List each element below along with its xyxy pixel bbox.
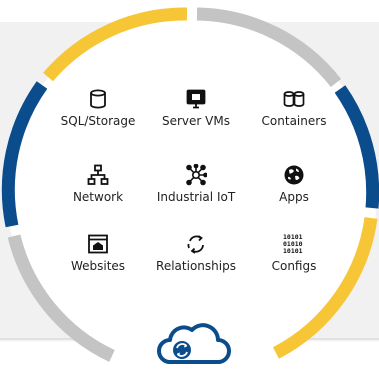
website-icon [87, 233, 109, 255]
item-label: Industrial IoT [156, 190, 236, 204]
ring-segment-top-right [196, 7, 342, 88]
item-sql-storage[interactable]: SQL/Storage [43, 88, 153, 128]
svg-text:01010: 01010 [283, 240, 303, 248]
item-relationships[interactable]: Relationships [141, 233, 251, 273]
item-network[interactable]: Network [43, 164, 153, 204]
containers-icon [283, 88, 305, 110]
iot-hub-icon [185, 164, 207, 186]
database-icon [87, 88, 109, 110]
item-label: SQL/Storage [60, 114, 136, 128]
item-label: Websites [70, 259, 126, 273]
svg-text:10101: 10101 [283, 247, 303, 255]
network-icon [87, 164, 109, 186]
item-containers[interactable]: Containers [239, 88, 349, 128]
item-server-vms[interactable]: Server VMs [141, 88, 251, 128]
ring-segment-right-lower [272, 217, 378, 359]
ring-segment-top-left [43, 7, 188, 82]
item-apps[interactable]: Apps [239, 164, 349, 204]
item-configs[interactable]: 10101 01010 10101 Configs [239, 233, 349, 273]
item-label: Network [72, 190, 124, 204]
relationships-cycle-icon [185, 233, 207, 255]
ring-segment-left-upper [1, 81, 48, 228]
ring-segment-left-lower [7, 234, 115, 362]
ring-segment-right-upper [334, 85, 379, 209]
item-label: Apps [279, 190, 309, 204]
server-monitor-icon [185, 88, 207, 110]
item-label: Server VMs [162, 114, 230, 128]
cloud-sync-icon [156, 320, 232, 366]
item-label: Relationships [156, 259, 236, 273]
item-label: Containers [261, 114, 327, 128]
svg-text:10101: 10101 [283, 233, 303, 241]
item-label: Configs [271, 259, 317, 273]
item-industrial-iot[interactable]: Industrial IoT [141, 164, 251, 204]
binary-config-icon: 10101 01010 10101 [283, 233, 305, 255]
apps-globe-icon [283, 164, 305, 186]
item-websites[interactable]: Websites [43, 233, 153, 273]
